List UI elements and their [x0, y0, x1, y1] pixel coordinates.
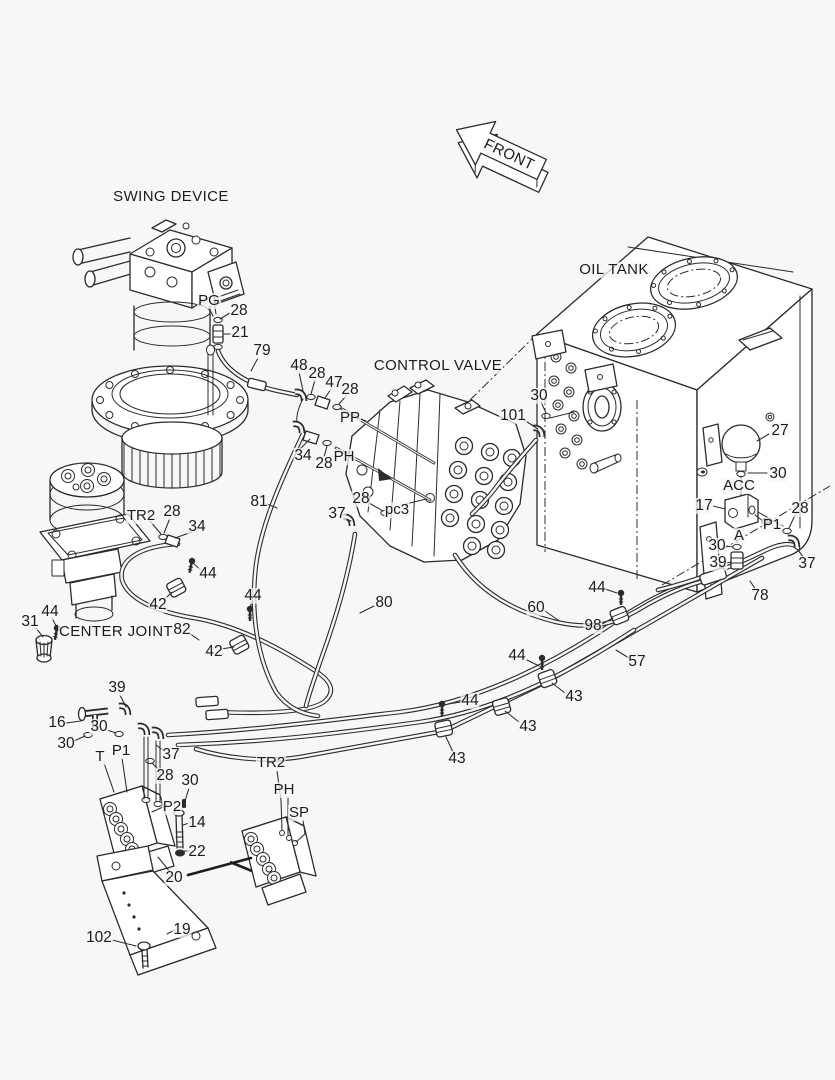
fittings-and-hardware — [50, 392, 797, 808]
clamp-42b — [228, 633, 251, 656]
plug-31 — [35, 634, 53, 663]
gear-shaft — [121, 421, 223, 489]
tank-ring-2 — [591, 302, 677, 358]
flow-arrowhead — [378, 468, 392, 481]
bolt-44f — [437, 699, 447, 718]
manifold-block-right — [229, 816, 317, 906]
bolt-44c — [50, 623, 62, 642]
hoses — [122, 351, 798, 759]
tank-fittings — [548, 351, 622, 474]
control-valve-drawing — [345, 379, 527, 563]
pg-fitting-chain — [212, 299, 224, 351]
vertical-pipes — [143, 736, 161, 803]
bolt-44a — [185, 556, 197, 575]
acc-bracket-top — [702, 423, 723, 467]
tank-top-plate — [738, 327, 783, 351]
washer-22 — [175, 849, 185, 857]
manifold-block-left — [99, 785, 176, 879]
bolt-102 — [137, 941, 151, 969]
bolt-14 — [173, 809, 185, 849]
center-joint-drawing — [35, 462, 151, 663]
front-arrow — [455, 120, 549, 193]
bolt-44d — [616, 588, 626, 607]
tank-bracket-2 — [584, 363, 618, 393]
tank-ring-1 — [649, 256, 739, 310]
tank-bracket-1 — [531, 329, 567, 360]
clamp-43a — [433, 718, 454, 739]
